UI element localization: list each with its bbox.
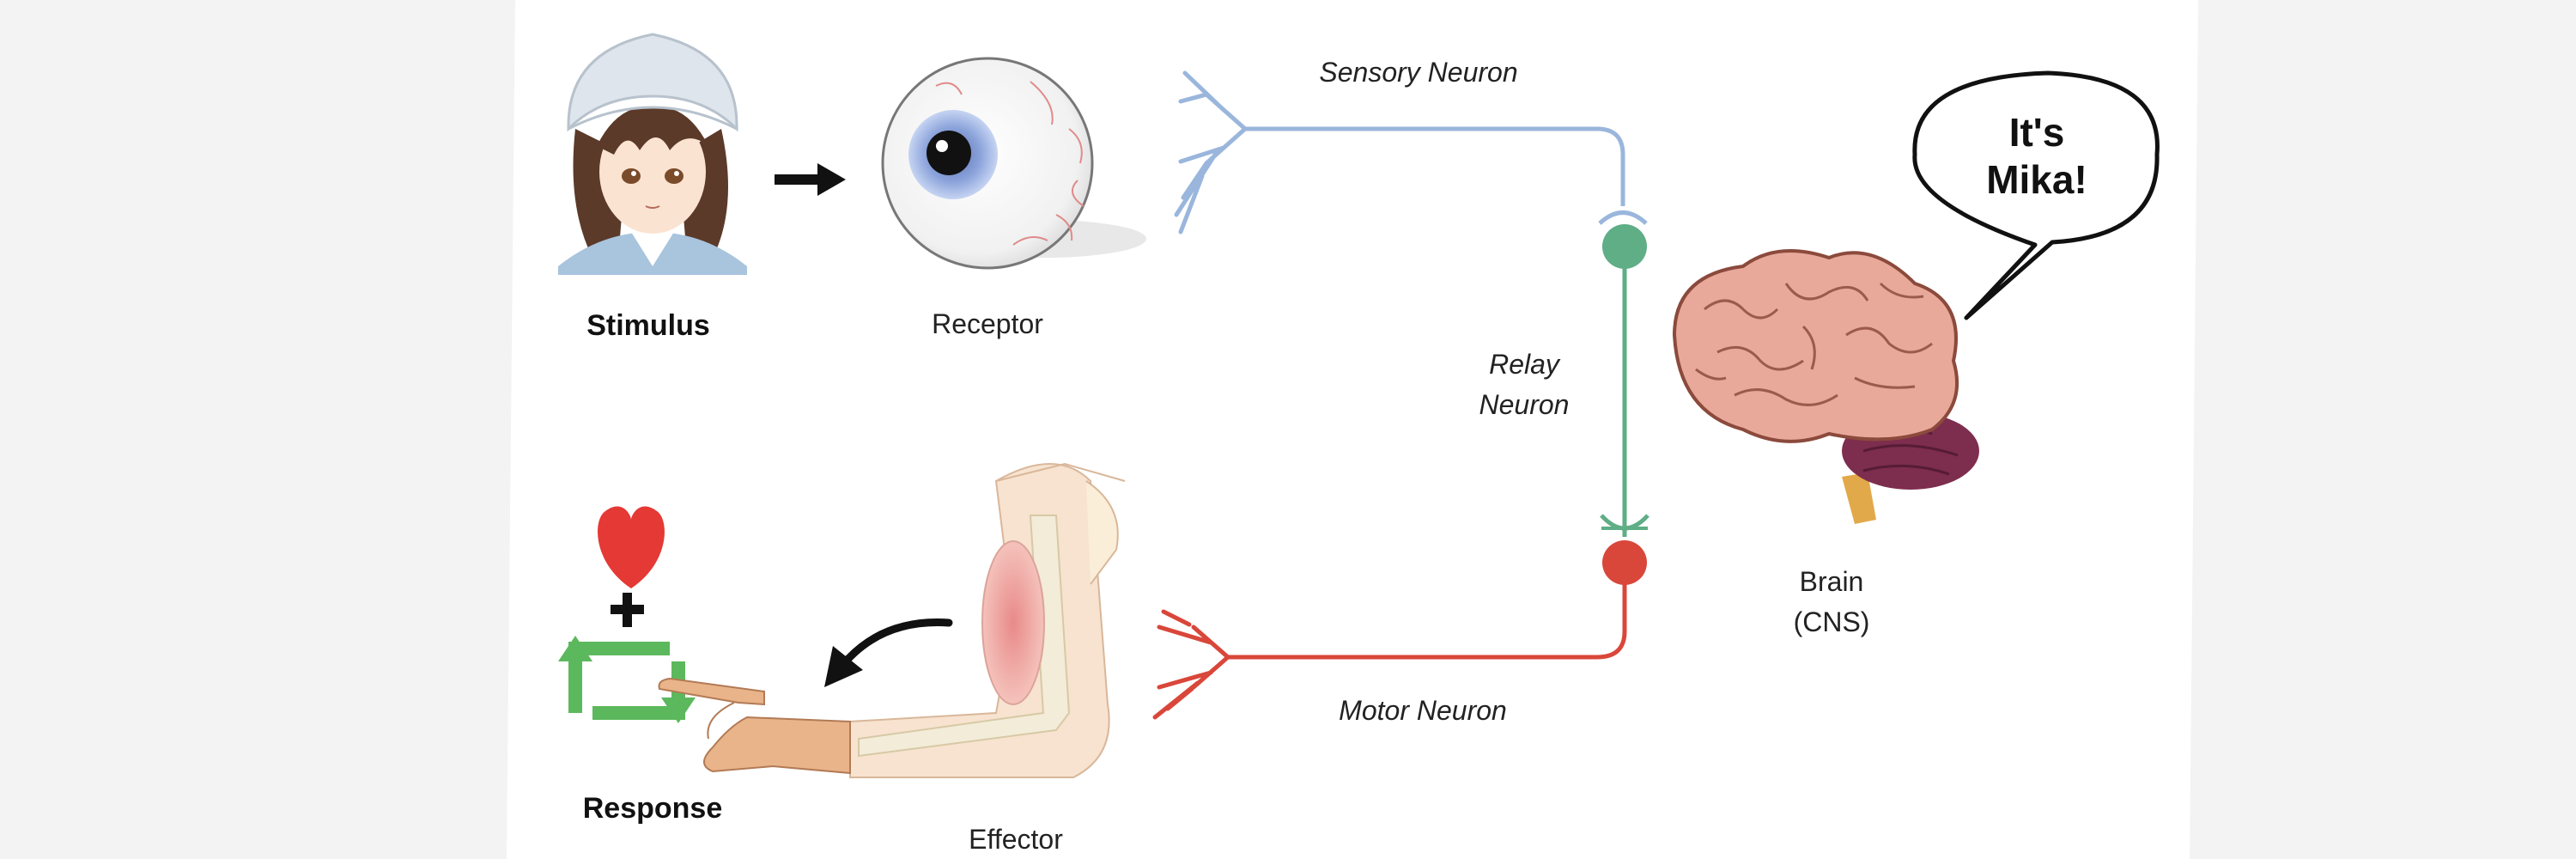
motor-neuron-label: Motor Neuron <box>1339 695 1507 726</box>
right-arrow-icon <box>775 163 846 196</box>
sensory-neuron-label: Sensory Neuron <box>1319 57 1517 88</box>
speech-bubble: It's Mika! <box>1912 70 2160 320</box>
motor-neuron <box>1152 540 1647 720</box>
relay-neuron-label-line2: Neuron <box>1479 389 1570 420</box>
sensory-neuron <box>1174 70 1648 235</box>
relay-neuron-label-line1: Relay <box>1489 349 1561 380</box>
heart-icon <box>598 506 665 588</box>
brain-label-line1: Brain <box>1800 566 1864 597</box>
stimulus-label: Stimulus <box>586 309 710 342</box>
speech-bubble-line2: Mika! <box>1986 157 2087 202</box>
arm-effector <box>849 462 1126 778</box>
effector-label: Effector <box>969 824 1063 855</box>
plus-icon <box>611 593 644 627</box>
brain-label-line2: (CNS) <box>1794 606 1870 637</box>
curved-arrow-icon <box>824 618 953 687</box>
speech-bubble-line1: It's <box>2009 110 2065 155</box>
response-label: Response <box>583 792 723 825</box>
brain-icon <box>1672 249 1979 524</box>
hand-pointing-icon <box>658 677 851 775</box>
anime-girl-stimulus <box>558 33 747 275</box>
relay-neuron <box>1600 224 1649 537</box>
eye-receptor <box>881 57 1146 270</box>
receptor-label: Receptor <box>932 308 1043 339</box>
